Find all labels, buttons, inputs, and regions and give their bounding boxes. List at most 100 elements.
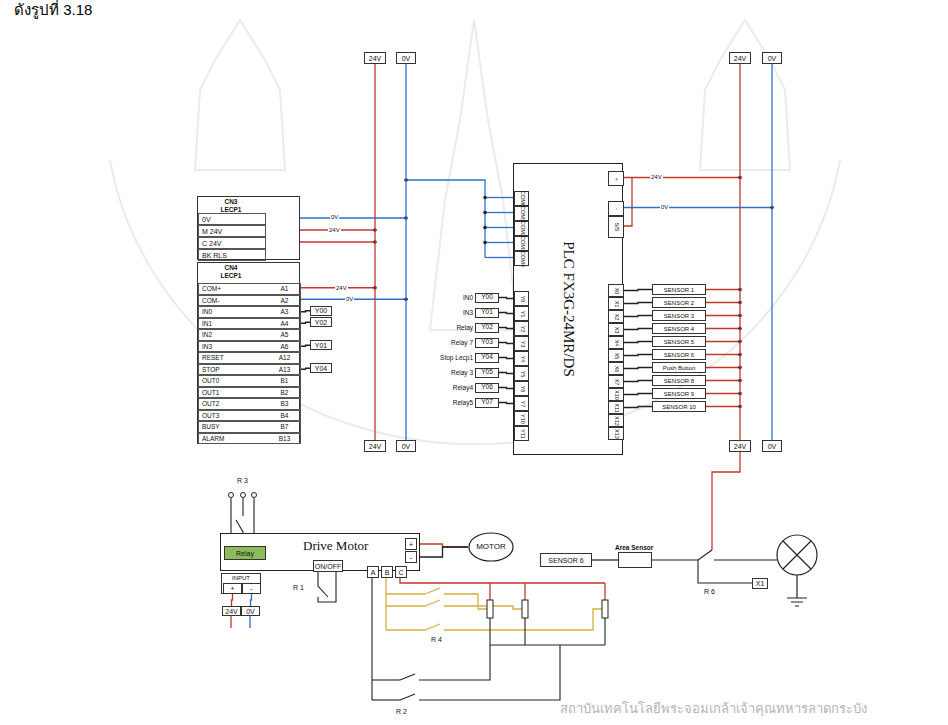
lamp-symbol	[777, 535, 817, 575]
wire-24v	[706, 315, 740, 316]
wire-24v	[706, 380, 740, 381]
plc-terminal: Y2	[514, 321, 529, 336]
terminal-row: OUT0B1	[198, 375, 301, 387]
node-text: -	[410, 554, 412, 561]
node-text: +	[613, 177, 619, 180]
sensor-box: SENSOR 8	[652, 375, 706, 386]
wire-connector	[624, 329, 652, 330]
signal-wire	[698, 560, 752, 583]
signal-wire	[318, 571, 328, 597]
signal-wire	[318, 571, 336, 602]
node-text: X5	[613, 352, 619, 359]
watermark-emblem	[195, 20, 285, 170]
signal-wire	[714, 559, 777, 560]
output-tag: Relay4Y06	[475, 383, 499, 393]
wire-24v	[712, 452, 740, 550]
wire-24v	[706, 406, 740, 407]
terminal-row: OUT3B4	[198, 410, 301, 422]
plc-terminal: Y11	[514, 426, 529, 441]
watermark-emblem	[110, 160, 840, 444]
block-heading: LECP1	[198, 273, 264, 280]
node-text: -	[613, 208, 619, 210]
plc-terminal: COM0	[514, 191, 529, 206]
wire-connector	[499, 358, 514, 359]
node-text: INPUT	[222, 575, 260, 581]
sensor-box: SENSOR 5	[652, 336, 706, 347]
node-text: OUT3	[202, 413, 219, 420]
node-text: X4	[613, 339, 619, 346]
node-text: COM+	[202, 286, 221, 293]
encoder-wire	[385, 577, 386, 630]
node-text: X6	[613, 365, 619, 372]
relay-label: R 6	[703, 588, 716, 595]
node-text: SENSOR 3	[664, 313, 694, 319]
wire-connector	[499, 313, 514, 314]
signal-wire	[524, 618, 525, 645]
rail-label: 0V	[396, 440, 416, 452]
wire-connector	[624, 368, 652, 369]
encoder-wire	[425, 588, 440, 594]
wire-0v	[485, 227, 513, 228]
wire-connector	[301, 368, 310, 369]
output-tag: RelayY02	[475, 323, 499, 333]
node-text: Y4	[519, 355, 525, 362]
output-tag: Relay 3Y05	[475, 368, 499, 378]
signal-wire	[372, 699, 400, 700]
plc-terminal: +	[608, 171, 624, 186]
terminal-tag: -	[242, 583, 261, 594]
node-text: OUT2	[202, 401, 219, 408]
terminal-tag: Y01	[310, 340, 332, 350]
terminal-row: IN2A5	[198, 329, 301, 341]
node-text: 24V	[369, 443, 381, 450]
node-text: 0V	[199, 214, 265, 223]
node-text: A4	[267, 321, 302, 328]
block-heading: Relay 3	[451, 370, 473, 377]
potentiometer-symbol	[522, 600, 528, 618]
plc-terminal: X12	[608, 414, 624, 427]
node-text: A6	[267, 344, 302, 351]
plc-terminal: X6	[608, 362, 624, 375]
node-text: Y02	[481, 324, 493, 331]
terminal-row: M 24V	[198, 225, 266, 237]
wire-connector	[624, 290, 652, 291]
terminal-tag: +	[223, 583, 242, 594]
wire-24v	[623, 177, 740, 178]
node-text: COM1	[519, 206, 525, 222]
output-tag: Relay5Y07	[475, 398, 499, 408]
rail-label: 0V	[396, 52, 416, 64]
plc-terminal: COM3	[514, 236, 529, 251]
node-text: 0V	[768, 55, 777, 62]
wire-24v	[706, 289, 740, 290]
motor-symbol: MOTOR	[468, 532, 514, 562]
wire-connector	[251, 594, 252, 606]
node-text: SENSOR 6	[664, 352, 694, 358]
node-text: Y04	[315, 365, 327, 372]
lamp-symbol	[783, 541, 811, 569]
wire-0v	[406, 180, 485, 258]
wire-connector	[771, 64, 772, 440]
node-text: A13	[267, 367, 302, 374]
node-text: SENSOR 5	[664, 339, 694, 345]
node-text: SENSOR 1	[664, 287, 694, 293]
terminal-row: ALARMB13	[198, 433, 301, 445]
node-text: COM2	[519, 221, 525, 237]
node-text: X0	[613, 287, 619, 294]
motor-outline	[469, 533, 513, 561]
node-text: 24V	[734, 443, 746, 450]
wire-connector	[499, 343, 514, 344]
node-text: ALARM	[202, 436, 224, 443]
wire-connector	[624, 303, 652, 304]
wire-0v	[623, 207, 772, 208]
node-text: 24V	[734, 55, 746, 62]
output-tag: IN3Y01	[475, 308, 499, 318]
terminal-row: STOPA13	[198, 364, 301, 376]
plc-terminal: Y4	[514, 351, 529, 366]
wire-connector	[624, 394, 652, 395]
relay-label: R 2	[395, 708, 408, 715]
node-text: COM3	[519, 236, 525, 252]
signal-wire	[419, 645, 490, 680]
wire-24v	[706, 393, 740, 394]
wire-connector	[624, 355, 652, 356]
terminal-tag: ON/OFF	[313, 560, 343, 572]
figure-reference: ดังรูปที่ 3.18	[14, 2, 92, 17]
